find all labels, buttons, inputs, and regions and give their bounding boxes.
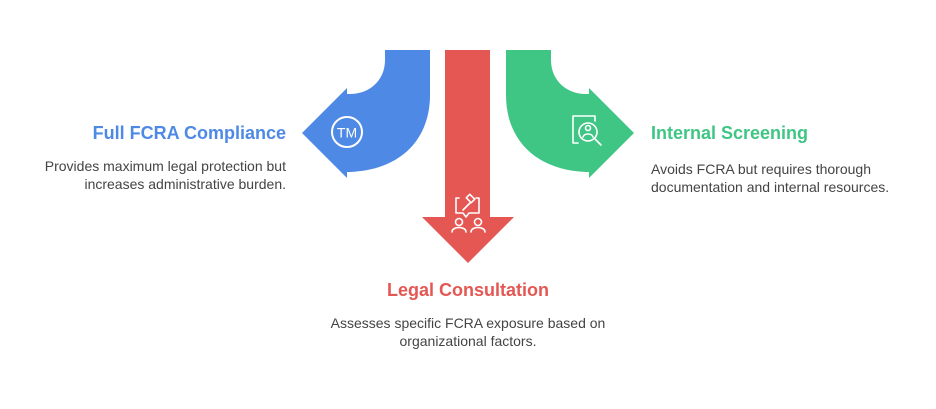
option-description-internal-screening: Avoids FCRA but requires thorough docume…: [651, 161, 890, 195]
arrow-center-shape: [422, 50, 514, 263]
option-title-internal-screening: Internal Screening: [651, 123, 809, 143]
legal-consultation-icon: [451, 193, 486, 233]
arrow-full-fcra-compliance: TM: [302, 50, 430, 178]
option-description-legal-consultation: Assesses specific FCRA exposure based on…: [330, 315, 606, 349]
trademark-icon: TM: [331, 116, 363, 148]
document-search-icon: [572, 115, 602, 146]
trademark-icon-text: TM: [337, 125, 357, 141]
arrow-internal-screening: [506, 50, 634, 178]
arrow-right-shape: [506, 50, 634, 178]
option-title-full-fcra-compliance: Full FCRA Compliance: [92, 123, 286, 143]
option-description-full-fcra-compliance: Provides maximum legal protection but in…: [44, 158, 286, 192]
arrow-legal-consultation: [422, 50, 514, 263]
arrow-left-shape: [302, 50, 430, 178]
option-title-legal-consultation: Legal Consultation: [387, 280, 549, 300]
